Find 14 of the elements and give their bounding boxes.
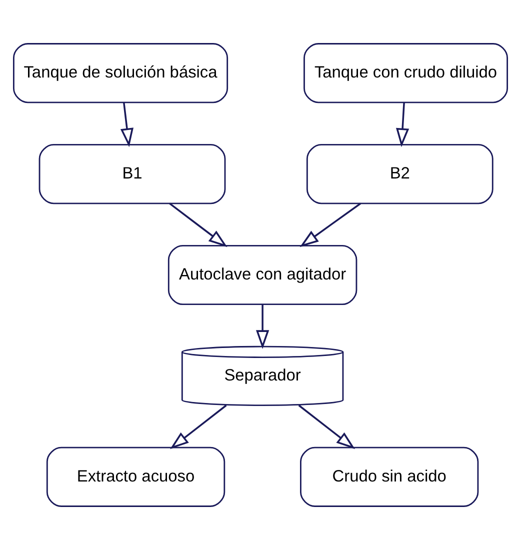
arrow	[170, 404, 226, 449]
arrow	[298, 404, 355, 449]
arrow	[299, 202, 361, 247]
node-box: Autoclave con agitador	[167, 244, 357, 305]
arrow	[255, 304, 269, 348]
node-box: Tanque de solución básica	[12, 42, 228, 103]
node-box: Tanque con crudo diluido	[303, 42, 508, 103]
node-box: Extracto acuoso	[46, 446, 225, 506]
arrow	[168, 202, 227, 247]
node-box: Crudo sin acido	[300, 446, 478, 506]
node-box: B2	[306, 144, 493, 204]
arrow	[120, 102, 133, 147]
node-box: B1	[38, 144, 226, 204]
arrow	[395, 102, 409, 147]
